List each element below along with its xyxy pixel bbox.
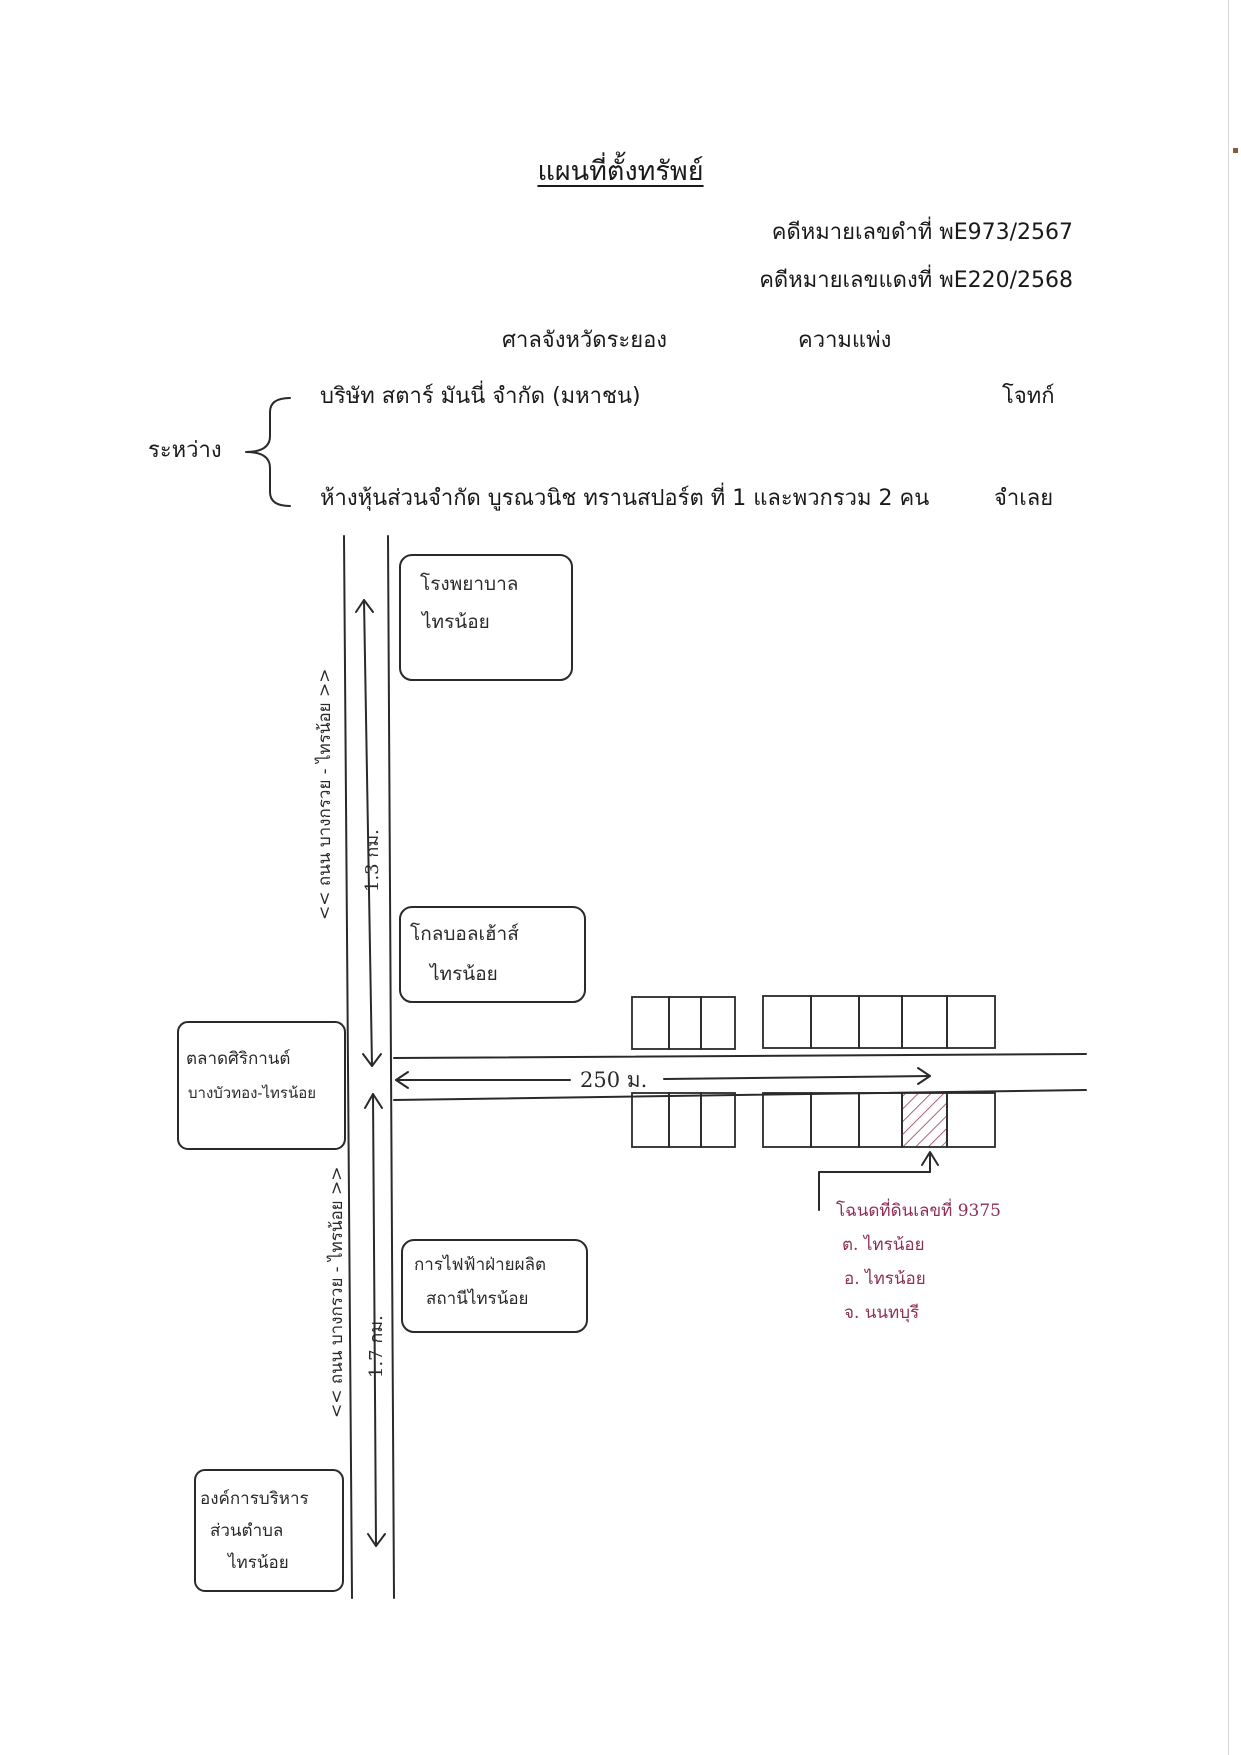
golf-label-1: โกลบอลเฮ้าส์ [410, 922, 519, 945]
scan-mark [1233, 148, 1238, 153]
road-label-north: << ถนน บางกรวย - ไทรน้อย >> [314, 668, 335, 920]
electricity-label-2: สถานีไทรน้อย [426, 1288, 529, 1309]
property-note-3: อ. ไทรน้อย [844, 1268, 926, 1289]
black-case-number: คดีหมายเลขดำที่ พE973/2567 [771, 220, 1073, 245]
distance-north-line [363, 599, 373, 1067]
electricity-box [401, 1239, 588, 1333]
golf-box [399, 906, 586, 1003]
defendant-role: จำเลย [994, 486, 1054, 511]
party-brace [245, 397, 291, 507]
plaintiff-role: โจทก์ [1002, 384, 1055, 409]
market-box [177, 1021, 346, 1150]
side-road-south-edge [393, 1089, 1087, 1101]
lot-row-north-a [631, 996, 736, 1050]
lot-row-north-b [762, 995, 996, 1049]
red-case-number: คดีหมายเลขแดงที่ พE220/2568 [759, 268, 1073, 293]
lot-row-south-a [631, 1092, 736, 1148]
golf-label-2: ไทรน้อย [428, 963, 498, 985]
hospital-label-1: โรงพยาบาล [420, 572, 518, 595]
main-road-west-edge [343, 535, 353, 1599]
sao-box [194, 1469, 344, 1592]
property-note-2: ต. ไทรน้อย [842, 1234, 925, 1255]
electricity-label-1: การไฟฟ้าฝ่ายผลิต [414, 1254, 546, 1275]
property-note-4: จ. นนทบุรี [844, 1303, 919, 1323]
main-road-east-edge [387, 535, 395, 1599]
hospital-label-2: ไทรน้อย [420, 611, 490, 633]
market-label-1: ตลาดศิริกานต์ [186, 1049, 290, 1069]
between-label: ระหว่าง [148, 438, 222, 463]
lot-row-south-b [762, 1092, 996, 1148]
page-edge [1228, 0, 1229, 1755]
distance-south-label: 1.7 กม. [366, 1315, 387, 1378]
court-name: ศาลจังหวัดระยอง [502, 328, 668, 353]
distance-side-line-right [663, 1075, 931, 1080]
page-title: แผนที่ตั้งทรัพย์ [537, 156, 704, 187]
land-lots [631, 995, 996, 1148]
road-label-south: << ถนน บางกรวย - ไทรน้อย >> [326, 1166, 347, 1418]
hospital-box [399, 554, 573, 681]
sao-label-3: ไทรน้อย [226, 1552, 289, 1573]
target-property-lot [901, 1092, 948, 1148]
distance-north-label: 1.3 กม. [362, 829, 383, 892]
distance-south-line [372, 1093, 377, 1547]
market-label-2: บางบัวทอง-ไทรน้อย [188, 1084, 316, 1102]
property-arrow [818, 1154, 931, 1211]
sao-label-1: องค์การบริหาร [200, 1489, 309, 1509]
defendant-name: ห้างหุ้นส่วนจำกัด บูรณวนิช ทรานสปอร์ต ที… [320, 486, 930, 511]
side-road-north-edge [393, 1053, 1087, 1059]
distance-side-label: 250 ม. [580, 1068, 647, 1092]
plaintiff-name: บริษัท สตาร์ มันนี่ จำกัด (มหาชน) [320, 384, 641, 409]
sao-label-2: ส่วนตำบล [210, 1521, 283, 1541]
property-note-1: โฉนดที่ดินเลขที่ 9375 [836, 1198, 1001, 1221]
case-type: ความแพ่ง [798, 328, 892, 353]
